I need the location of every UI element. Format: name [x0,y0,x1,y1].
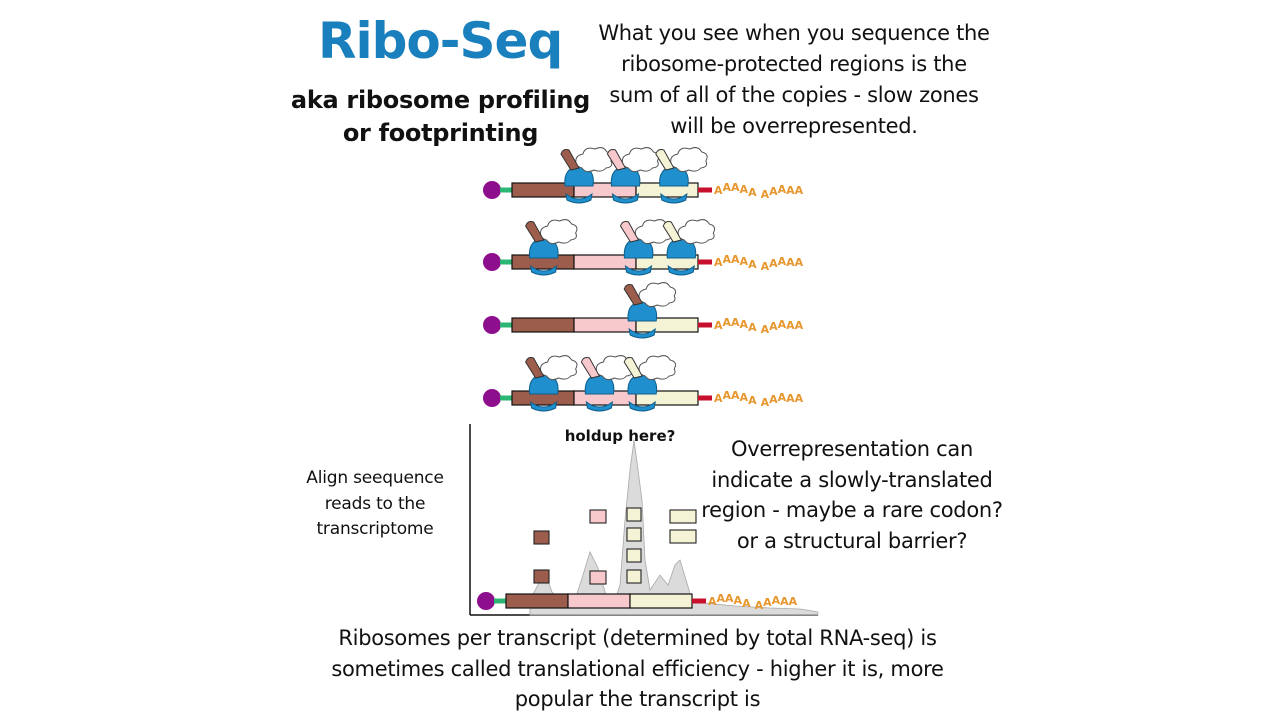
ribosome-small-subunit [624,264,653,276]
cds-region-2 [567,593,631,609]
five-prime-utr [494,598,506,604]
trna [623,284,643,306]
three-prime-utr [698,395,712,401]
trna [662,221,683,243]
ribosome [560,147,613,204]
holdup-label: holdup here? [564,427,676,445]
ribosome-small-subunit [529,400,558,412]
page-title: Ribo-Seq [318,12,563,70]
ribosome-small-subunit [529,264,558,276]
align-note: Align seequence reads to the transcripto… [306,468,444,539]
five-prime-utr [500,259,512,265]
ribosome-small-subunit [667,264,695,276]
three-prime-utr [698,187,712,193]
five-prime-utr [500,395,512,401]
alignment-plot [469,424,819,616]
five-prime-utr [500,187,512,193]
ribosome-small-subunit [628,400,656,412]
three-prime-utr [698,259,712,265]
ribosome [619,219,673,276]
nascent-peptide [621,147,660,173]
ribosome [623,355,677,412]
ribosome [623,282,677,339]
sequence-read [589,509,607,524]
ribosome [606,147,660,204]
trna [606,149,627,171]
trna [623,357,643,379]
ribosome [662,219,716,276]
sequence-read [669,509,697,524]
bottom-note: Ribosomes per transcript (determined by … [331,626,944,711]
nascent-peptide [539,219,578,245]
ribosome-small-subunit [660,192,688,204]
cds-region-3 [629,593,693,609]
ribosome-small-subunit [585,400,614,412]
nascent-peptide [638,355,677,381]
subtitle-line-2: or footprinting [342,119,539,147]
overrepresentation-note: Overrepresentation can indicate a slowly… [701,437,1003,553]
trna [560,149,580,171]
cds-region-2 [573,317,637,333]
subtitle-line-1: aka ribosome profiling [290,86,591,114]
ribosome-small-subunit [628,327,656,339]
sequence-read [626,527,642,542]
trna [655,149,675,171]
trna [525,357,545,379]
ribosome [655,147,708,204]
sequence-read [533,530,550,545]
ribosome [525,355,578,412]
sequence-read [533,569,550,584]
cds-region-1 [511,317,575,333]
trna [525,221,545,243]
nascent-peptide [575,147,613,173]
nascent-peptide [638,282,677,308]
nascent-peptide [539,355,578,381]
top-note: What you see when you sequence the ribos… [598,21,990,138]
five-prime-cap [483,253,501,271]
subtitle: aka ribosome profiling or footprinting [288,84,593,150]
sequence-read [626,507,642,522]
ribosome [580,355,634,412]
coverage-profile [529,439,819,616]
ribosome [525,219,578,276]
nascent-peptide [670,147,708,173]
five-prime-cap [483,181,501,199]
three-prime-utr [698,322,712,328]
sequence-read [669,529,697,544]
nascent-peptide [677,219,716,245]
five-prime-cap [477,592,495,610]
trna [619,221,640,243]
five-prime-cap [483,389,501,407]
ribosome-small-subunit [565,192,593,204]
sequence-read [626,569,642,584]
three-prime-utr [692,598,706,604]
trna [580,357,601,379]
five-prime-utr [500,322,512,328]
cds-region-1 [505,593,569,609]
five-prime-cap [483,316,501,334]
sequence-read [589,570,607,585]
ribosome-small-subunit [611,192,640,204]
sequence-read [626,548,642,563]
